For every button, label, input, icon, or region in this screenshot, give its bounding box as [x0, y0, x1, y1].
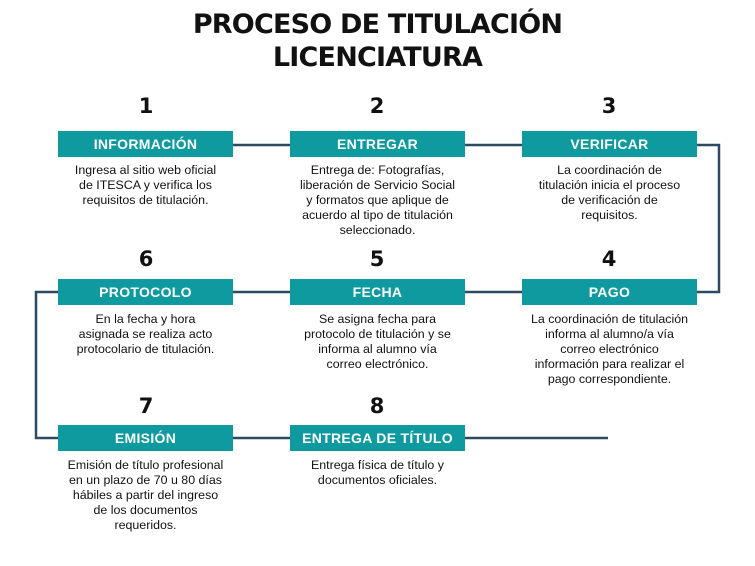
step-3-description-line: La coordinación de	[557, 163, 662, 177]
step-6-label-box: PROTOCOLO	[58, 279, 233, 305]
step-3-description: La coordinación de titulación inicia el …	[511, 163, 708, 223]
step-8-description-line: documentos oficiales.	[317, 473, 438, 487]
step-5-description-line: Se asigna fecha para	[318, 312, 437, 326]
step-6-description-line: En la fecha y hora	[95, 312, 196, 326]
step-2-description-line: acuerdo al tipo de titulación	[302, 208, 453, 222]
step-1-description: Ingresa al sitio web oficial de ITESCA y…	[46, 163, 245, 208]
step-4-number: 4	[601, 247, 617, 271]
step-8-number: 8	[369, 394, 385, 418]
step-4-description: La coordinación de titulación informa al…	[506, 312, 713, 387]
step-7-label-box: EMISIÓN	[58, 425, 233, 451]
step-6-number: 6	[138, 247, 154, 271]
step-1-label-box: INFORMACIÓN	[58, 131, 233, 157]
step-2-number: 2	[369, 94, 385, 118]
step-3-description-line: requisitos.	[581, 208, 638, 222]
step-6-description-line: asignada se realiza acto	[78, 327, 213, 341]
step-3-number: 3	[601, 94, 617, 118]
step-7-description-line: Emisión de título profesional	[67, 458, 224, 472]
step-7-description-line: de los documentos	[93, 503, 198, 517]
step-1-description-line: de ITESCA y verifica los	[79, 178, 212, 192]
step-5-label-box: FECHA	[290, 279, 465, 305]
step-4-description-line: pago correspondiente.	[547, 372, 672, 386]
step-2-label-box: ENTREGAR	[290, 131, 465, 157]
step-7-description: Emisión de título profesional en un plaz…	[41, 458, 250, 533]
step-2-description-line: y formatos que aplique de	[306, 193, 449, 207]
step-7-description-line: requeridos.	[114, 518, 177, 532]
step-7-description-line: hábiles a partir del ingreso	[72, 488, 219, 502]
step-8-label-box: ENTREGA DE TÍTULO	[290, 425, 465, 451]
step-5-number: 5	[369, 247, 385, 271]
step-4-description-line: La coordinación de titulación	[530, 312, 689, 326]
diagram-title-line-2: LICENCIATURA	[272, 42, 483, 73]
step-7-description-line: en un plazo de 70 u 80 días	[69, 473, 222, 487]
step-3-label-box: VERIFICAR	[522, 131, 697, 157]
step-4-description-line: informa al alumno/a vía	[545, 327, 674, 341]
step-4-description-line: información para realizar el	[534, 357, 685, 371]
step-3-description-line: titulación inicia el proceso	[538, 178, 681, 192]
step-1-description-line: requisitos de titulación.	[82, 193, 209, 207]
step-3-description-line: de verificación de	[561, 193, 658, 207]
step-6-description: En la fecha y hora asignada se realiza a…	[46, 312, 245, 357]
step-8-description: Entrega física de título y documentos of…	[271, 458, 484, 488]
step-1-description-line: Ingresa al sitio web oficial	[74, 163, 217, 177]
step-4-label-box: PAGO	[522, 279, 697, 305]
step-5-description-line: protocolo de titulación y se	[304, 327, 451, 341]
step-6-description-line: protocolario de titulación.	[76, 342, 215, 356]
step-2-description-line: Entrega de: Fotografías,	[310, 163, 445, 177]
step-2-description-line: liberación de Servicio Social	[300, 178, 455, 192]
diagram-title-line-1: PROCESO DE TITULACIÓN	[192, 9, 563, 40]
step-4-description-line: correo electrónico	[560, 342, 659, 356]
connector-3-4	[697, 143, 721, 294]
step-5-description-line: informa al alumno vía	[318, 342, 437, 356]
step-5-description-line: correo electrónico.	[326, 357, 429, 371]
step-7-number: 7	[138, 394, 154, 418]
connector-6-7	[34, 290, 58, 440]
step-2-description-line: seleccionado.	[339, 223, 416, 237]
step-2-description: Entrega de: Fotografías, liberación de S…	[271, 163, 484, 238]
step-1-number: 1	[138, 94, 154, 118]
step-5-description: Se asigna fecha para protocolo de titula…	[271, 312, 484, 372]
step-8-description-line: Entrega física de título y	[311, 458, 444, 472]
